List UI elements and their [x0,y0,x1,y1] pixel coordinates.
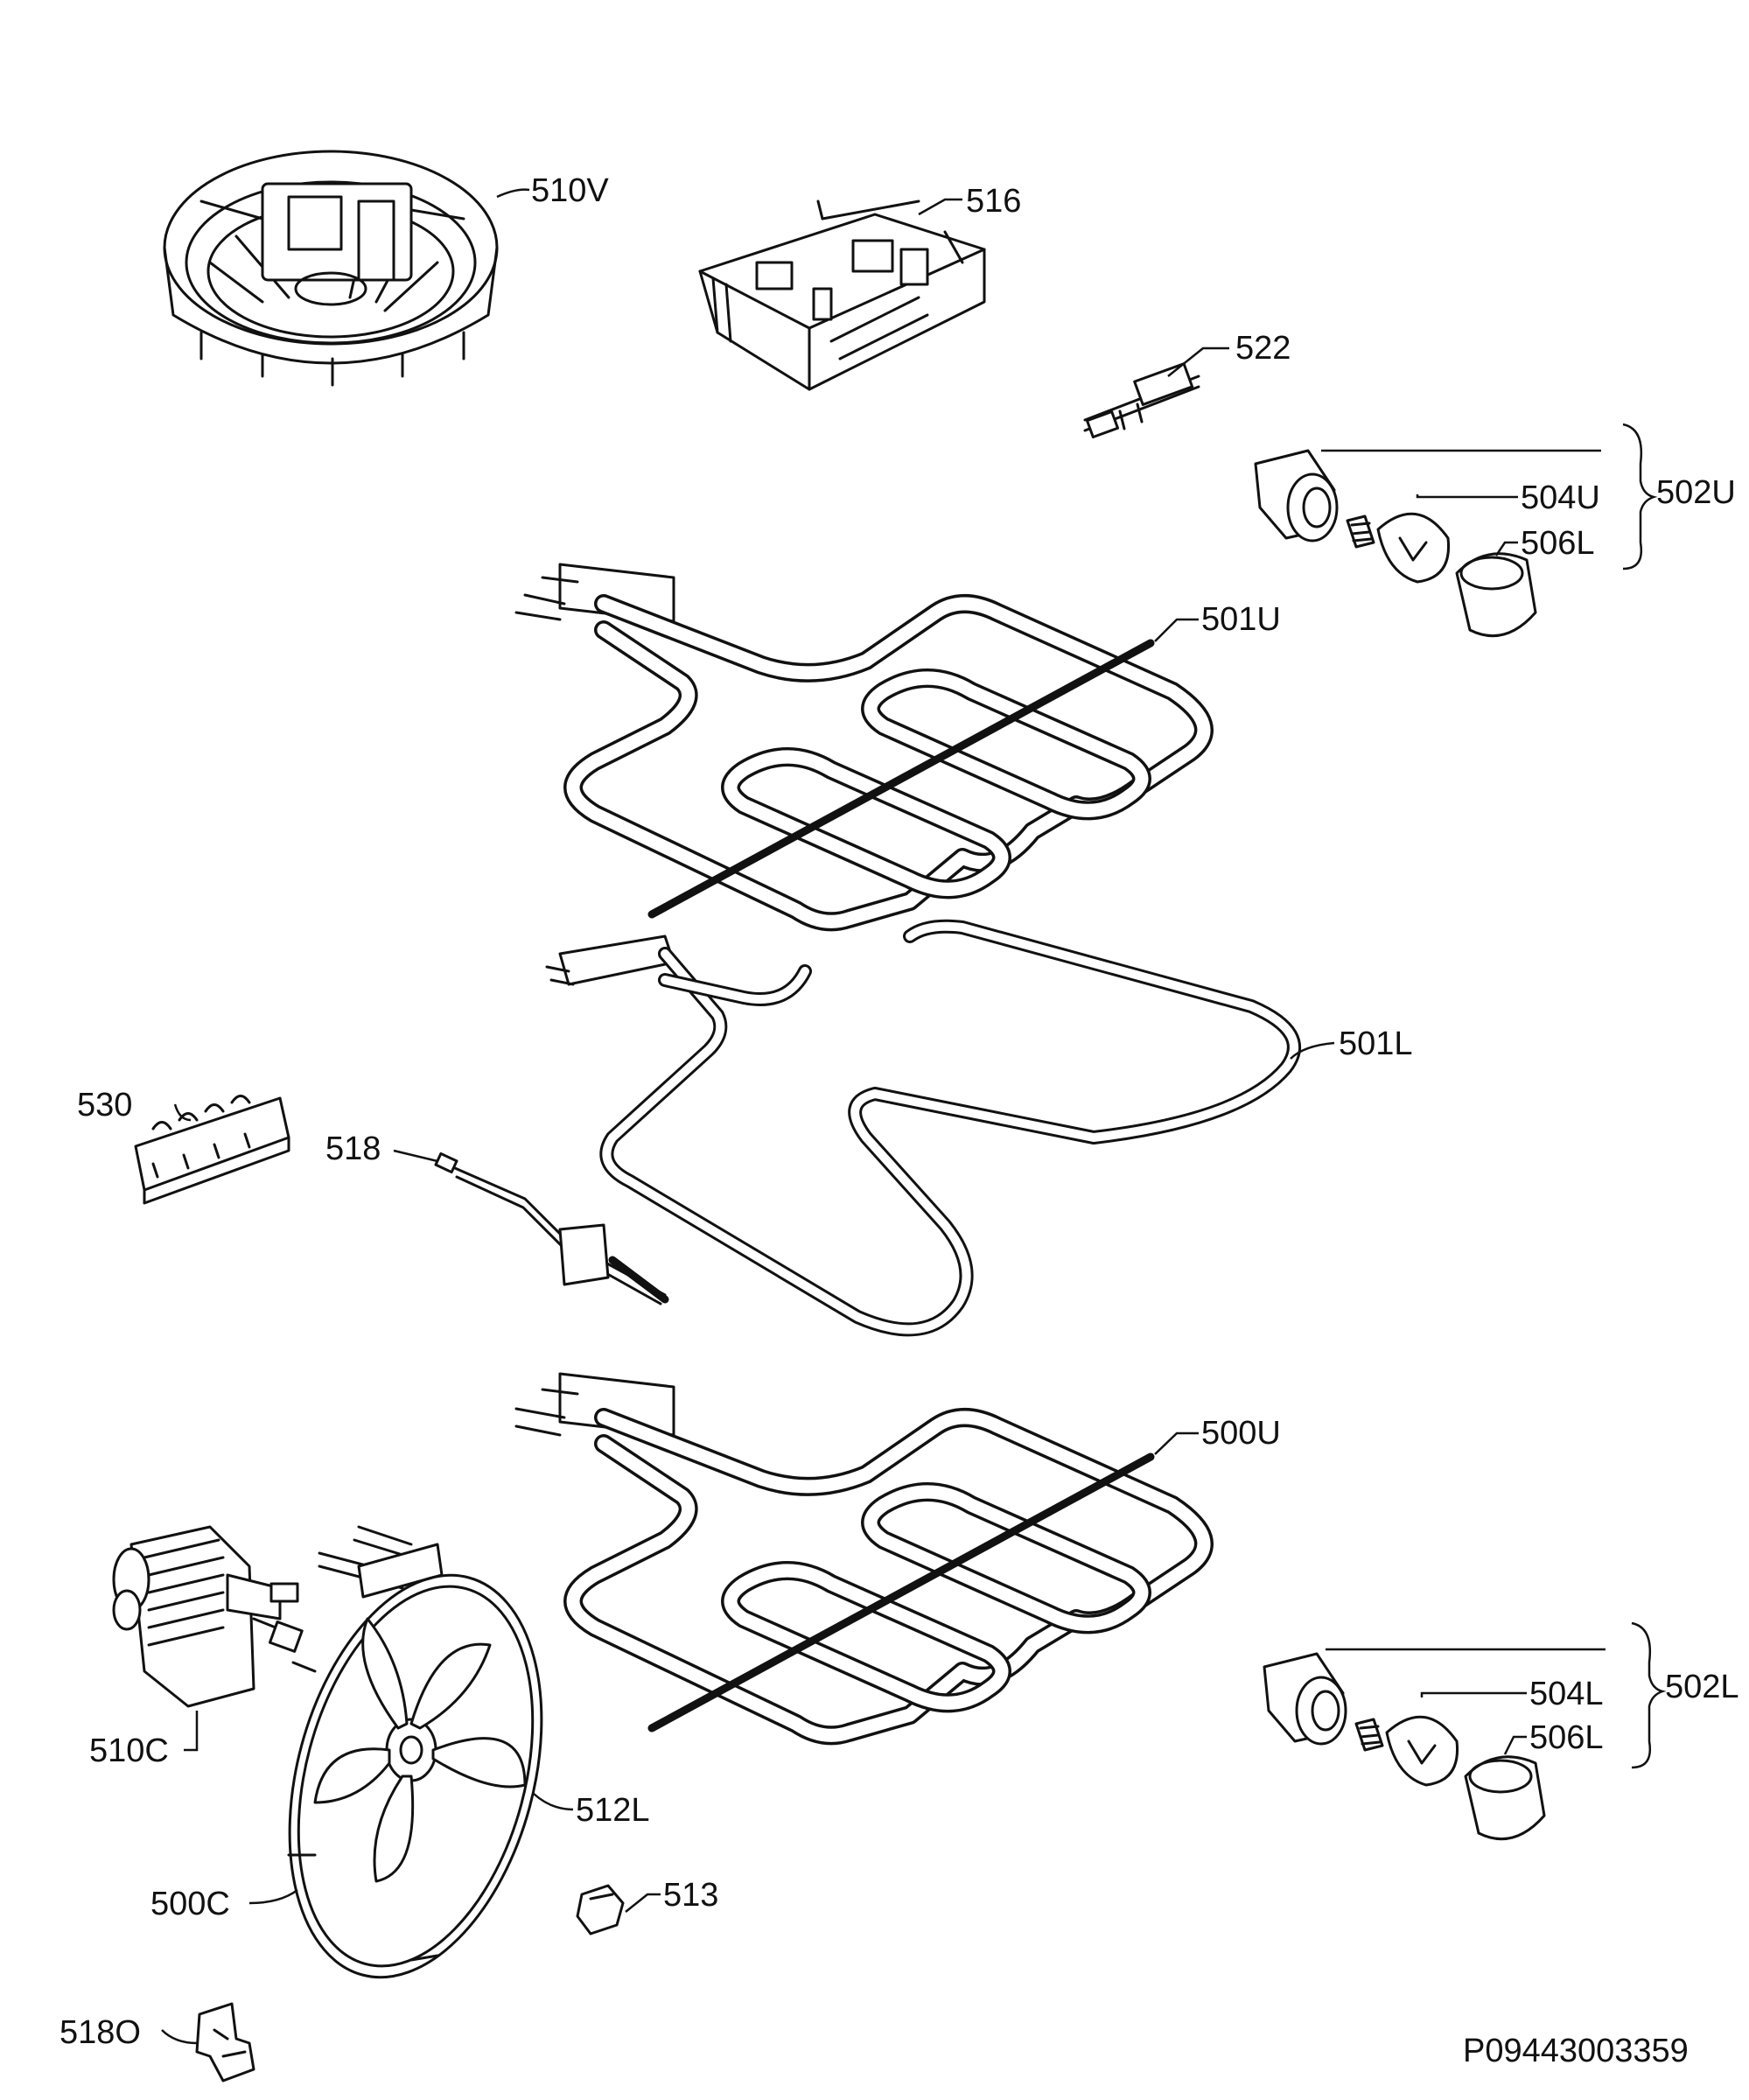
callout-518: 518 [325,1130,381,1167]
part-510V-fan-assembly [163,150,499,387]
part-512L-500C-fan-guard [287,1525,543,1979]
callout-502U: 502U [1656,474,1736,511]
part-516-control-board [698,200,986,391]
callout-516: 516 [966,183,1021,220]
leader-lines [161,188,1667,2045]
part-510C-fan-motor [112,1525,304,1708]
callout-501L: 501L [1339,1026,1413,1062]
part-530-terminal-block [134,1095,290,1205]
callout-512L: 512L [576,1792,650,1829]
reference-code: P09443003359 [1463,2033,1689,2069]
callout-labels: 510V 516 522 504U 502U 506L 501U 501L 53… [59,172,1739,2069]
part-501L-lower-heating-element [545,919,1301,1337]
callout-506L-top: 506L [1521,525,1595,562]
callout-506L-bottom: 506L [1529,1719,1604,1756]
part-518O-bracket [195,2002,255,2082]
callout-513: 513 [663,1877,718,1914]
part-502L-lamp-assembly [1263,1652,1546,1841]
callout-500C: 500C [150,1886,230,1922]
callout-518O: 518O [59,2014,141,2051]
callout-500U: 500U [1201,1415,1281,1452]
callout-502L: 502L [1665,1669,1739,1705]
part-522-switch [1083,362,1200,439]
callout-504U: 504U [1521,480,1600,516]
callout-522: 522 [1235,330,1291,367]
part-502U-lamp-assembly [1254,449,1537,638]
part-500U-heating-element [514,1372,1214,1746]
callout-501U: 501U [1201,601,1281,638]
callout-510C: 510C [89,1732,169,1769]
part-518-temperature-probe [434,1152,669,1306]
callout-504L: 504L [1529,1676,1604,1712]
callout-510V: 510V [531,172,609,209]
part-513-nut [576,1884,625,1936]
callout-530: 530 [77,1087,132,1124]
part-501U-upper-heating-element [514,563,1214,932]
